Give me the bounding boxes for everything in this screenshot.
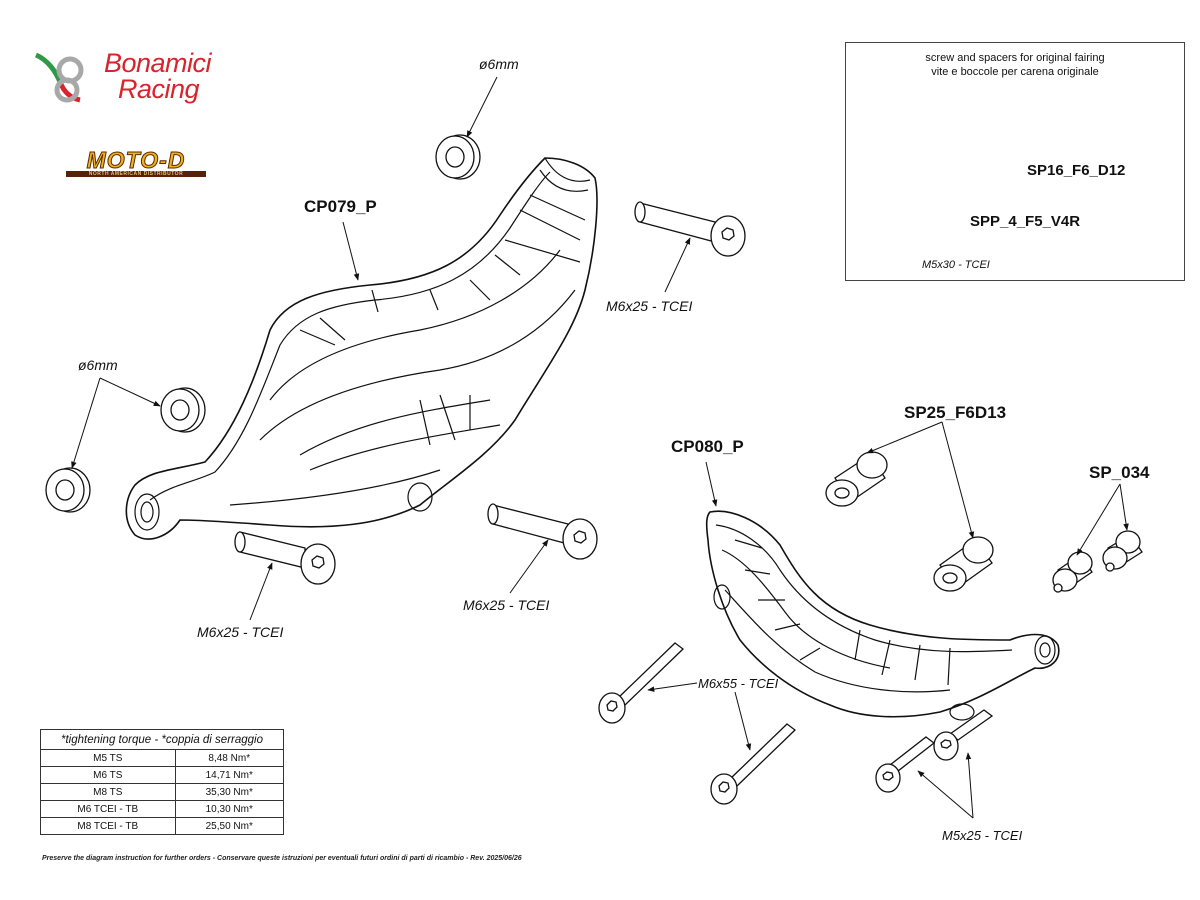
inset-title-en: screw and spacers for original fairing: [925, 52, 1105, 64]
spacer-sp25-2-drawing: [933, 536, 994, 592]
bonamici-word: Bonamici: [104, 48, 212, 78]
torque-value: 10,30 Nm*: [174, 800, 285, 818]
torque-name: M6 TCEI - TB: [40, 800, 176, 818]
spacer-sp034-1-drawing: [1052, 551, 1093, 593]
label-cp079: CP079_P: [304, 197, 377, 216]
label-m6x25-mid: M6x25 - TCEI: [463, 597, 550, 613]
label-m5x25: M5x25 - TCEI: [942, 828, 1023, 843]
racing-word: Racing: [118, 74, 200, 104]
cp079-cover-drawing: [125, 157, 598, 540]
washer-top-drawing: [435, 134, 481, 180]
torque-table-header: *tightening torque - *coppia di serraggi…: [40, 729, 284, 750]
label-sp16: SP16_F6_D12: [1027, 162, 1126, 179]
spacer-sp25-1-drawing: [825, 451, 888, 507]
torque-name: M6 TS: [40, 766, 176, 784]
label-m6x55: M6x55 - TCEI: [698, 676, 779, 691]
label-m6x25-top: M6x25 - TCEI: [606, 298, 693, 314]
label-cp080: CP080_P: [671, 437, 744, 456]
washer-left-2-drawing: [45, 467, 91, 513]
bonamici-emblem-icon: [34, 52, 84, 103]
bonamici-racing-logo: Bonamici Racing: [34, 50, 244, 110]
screw-m6x55-2-drawing: [710, 723, 797, 805]
footer-note: Preserve the diagram instruction for fur…: [42, 855, 522, 862]
label-washer-top: ø6mm: [479, 56, 519, 72]
washer-left-1-drawing: [160, 387, 206, 433]
torque-value: 35,30 Nm*: [174, 783, 285, 801]
screw-m6x25-top-drawing: [634, 201, 746, 257]
screw-m5x25-1-drawing: [875, 736, 936, 793]
moto-d-subtitle: NORTH AMERICAN DISTRIBUTOR: [66, 171, 206, 177]
table-row: M5 TS 8,48 Nm*: [40, 749, 285, 767]
torque-value: 8,48 Nm*: [174, 749, 285, 767]
label-m5x30: M5x30 - TCEI: [922, 259, 990, 271]
torque-name: M8 TCEI - TB: [40, 817, 176, 835]
table-row: M8 TS 35,30 Nm*: [40, 783, 285, 801]
inset-title-it: vite e boccole per carena originale: [931, 66, 1099, 78]
label-sp25: SP25_F6D13: [904, 403, 1007, 422]
label-spp4: SPP_4_F5_V4R: [970, 213, 1081, 230]
original-fairing-inset: screw and spacers for original fairing v…: [845, 42, 1185, 281]
torque-value: 25,50 Nm*: [174, 817, 285, 835]
screw-m6x25-mid-drawing: [487, 503, 598, 560]
torque-name: M8 TS: [40, 783, 176, 801]
screw-m6x25-bottom-drawing: [234, 531, 336, 585]
spacer-sp034-2-drawing: [1102, 530, 1143, 572]
moto-d-wordmark: MOTO-D: [86, 147, 186, 174]
label-washer-left: ø6mm: [78, 357, 118, 373]
table-row: M6 TCEI - TB 10,30 Nm*: [40, 800, 285, 818]
screw-m5x25-2-drawing: [933, 709, 994, 761]
moto-d-logo: MOTO-D NORTH AMERICAN DISTRIBUTOR: [66, 147, 206, 179]
label-sp034: SP_034: [1089, 463, 1150, 482]
screw-m6x55-1-drawing: [598, 642, 685, 724]
table-row: M8 TCEI - TB 25,50 Nm*: [40, 817, 285, 835]
table-row: M6 TS 14,71 Nm*: [40, 766, 285, 784]
label-m6x25-bottom: M6x25 - TCEI: [197, 624, 284, 640]
cp080-cover-drawing: [705, 510, 1060, 721]
torque-name: M5 TS: [40, 749, 176, 767]
torque-value: 14,71 Nm*: [174, 766, 285, 784]
torque-table: *tightening torque - *coppia di serraggi…: [40, 729, 285, 835]
